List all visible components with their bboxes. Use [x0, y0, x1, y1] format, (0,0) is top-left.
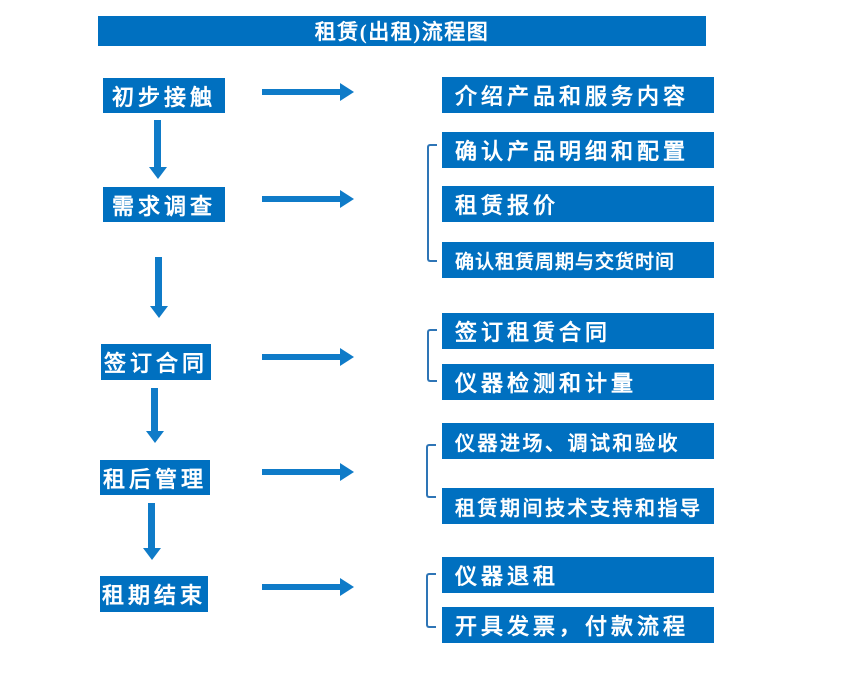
down-arrow-icon	[148, 120, 168, 179]
group-bracket	[427, 329, 437, 382]
right-arrow-icon	[262, 83, 354, 101]
down-arrow-icon	[149, 257, 169, 318]
step-post-rental-management: 租后管理	[100, 460, 210, 495]
down-arrow-icon	[145, 388, 165, 443]
group-bracket	[426, 444, 436, 498]
right-arrow-icon	[262, 348, 354, 366]
detail-sign-rental-contract: 签订租赁合同	[442, 313, 714, 349]
group-bracket	[427, 144, 437, 262]
right-arrow-icon	[262, 578, 354, 596]
right-arrow-icon	[262, 190, 354, 208]
right-arrow-icon	[262, 463, 354, 481]
detail-rental-period-technical-support: 租赁期间技术支持和指导	[442, 488, 714, 524]
group-bracket	[426, 573, 436, 628]
step-rental-period-end: 租期结束	[100, 576, 208, 612]
detail-confirm-rental-period-delivery-time: 确认租赁周期与交货时间	[442, 242, 714, 278]
step-sign-contract: 签订合同	[101, 344, 211, 380]
detail-introduce-product-services: 介绍产品和服务内容	[442, 77, 714, 113]
detail-confirm-product-details-config: 确认产品明细和配置	[442, 132, 714, 168]
detail-instrument-return: 仪器退租	[442, 557, 714, 593]
page-title: 租赁(出租)流程图	[98, 16, 706, 46]
detail-rental-quote: 租赁报价	[442, 186, 714, 222]
step-initial-contact: 初步接触	[103, 78, 225, 113]
detail-instrument-arrival-debug-acceptance: 仪器进场、调试和验收	[442, 423, 714, 459]
detail-instrument-inspection-measurement: 仪器检测和计量	[442, 364, 714, 400]
detail-invoice-payment-process: 开具发票，付款流程	[442, 607, 714, 643]
step-demand-survey: 需求调查	[103, 187, 225, 222]
down-arrow-icon	[142, 503, 162, 560]
